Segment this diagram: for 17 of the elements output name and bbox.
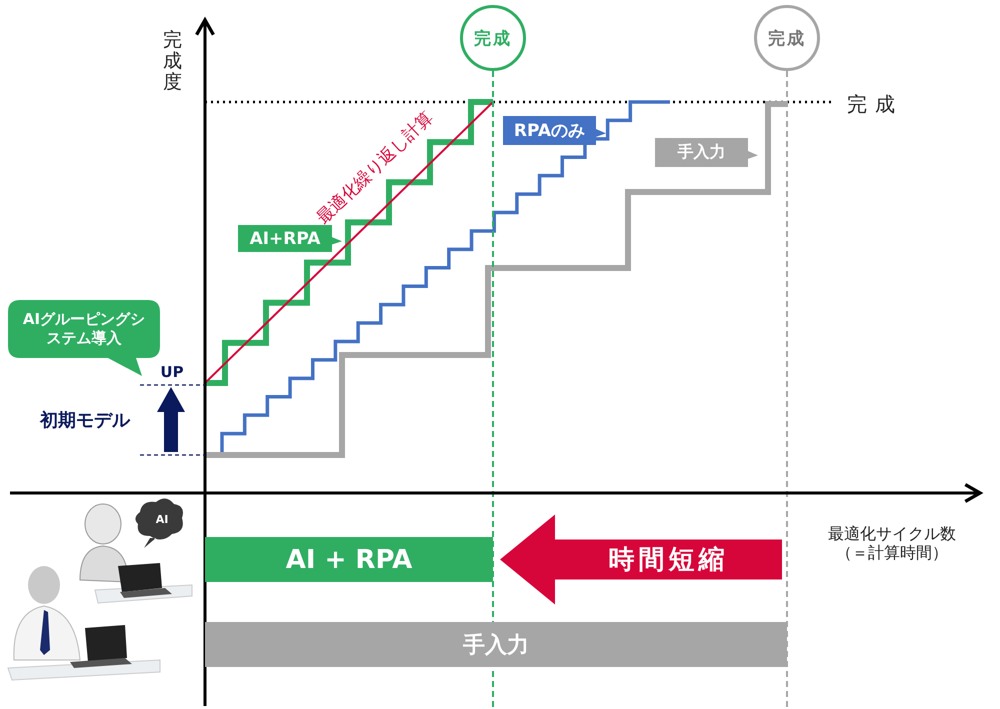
callout-tag: RPAのみ: [503, 116, 606, 145]
callout-tag: AI+RPA: [238, 225, 342, 252]
annotation-text: UP: [159, 362, 185, 383]
axis-title: 完成度: [163, 30, 182, 95]
dashed-line: [786, 71, 788, 709]
milestone-circle: 完成: [754, 5, 820, 71]
milestone-circle: 完成: [460, 5, 526, 71]
block-arrow: [500, 514, 782, 604]
speech-bubble: AIグルーピングシステム導入: [8, 300, 160, 376]
annotation-text: 初期モデル: [38, 409, 132, 434]
timeline-bar: AI + RPA: [205, 537, 493, 582]
axis-annotation: 完成: [846, 91, 904, 118]
edge-label: 時間短縮: [608, 544, 730, 577]
dashed-line: [492, 71, 494, 709]
timeline-bar: 手入力: [205, 622, 787, 667]
callout-tag: 手入力: [655, 138, 758, 167]
axis-title: 最適化サイクル数（＝計算時間）: [827, 522, 957, 564]
